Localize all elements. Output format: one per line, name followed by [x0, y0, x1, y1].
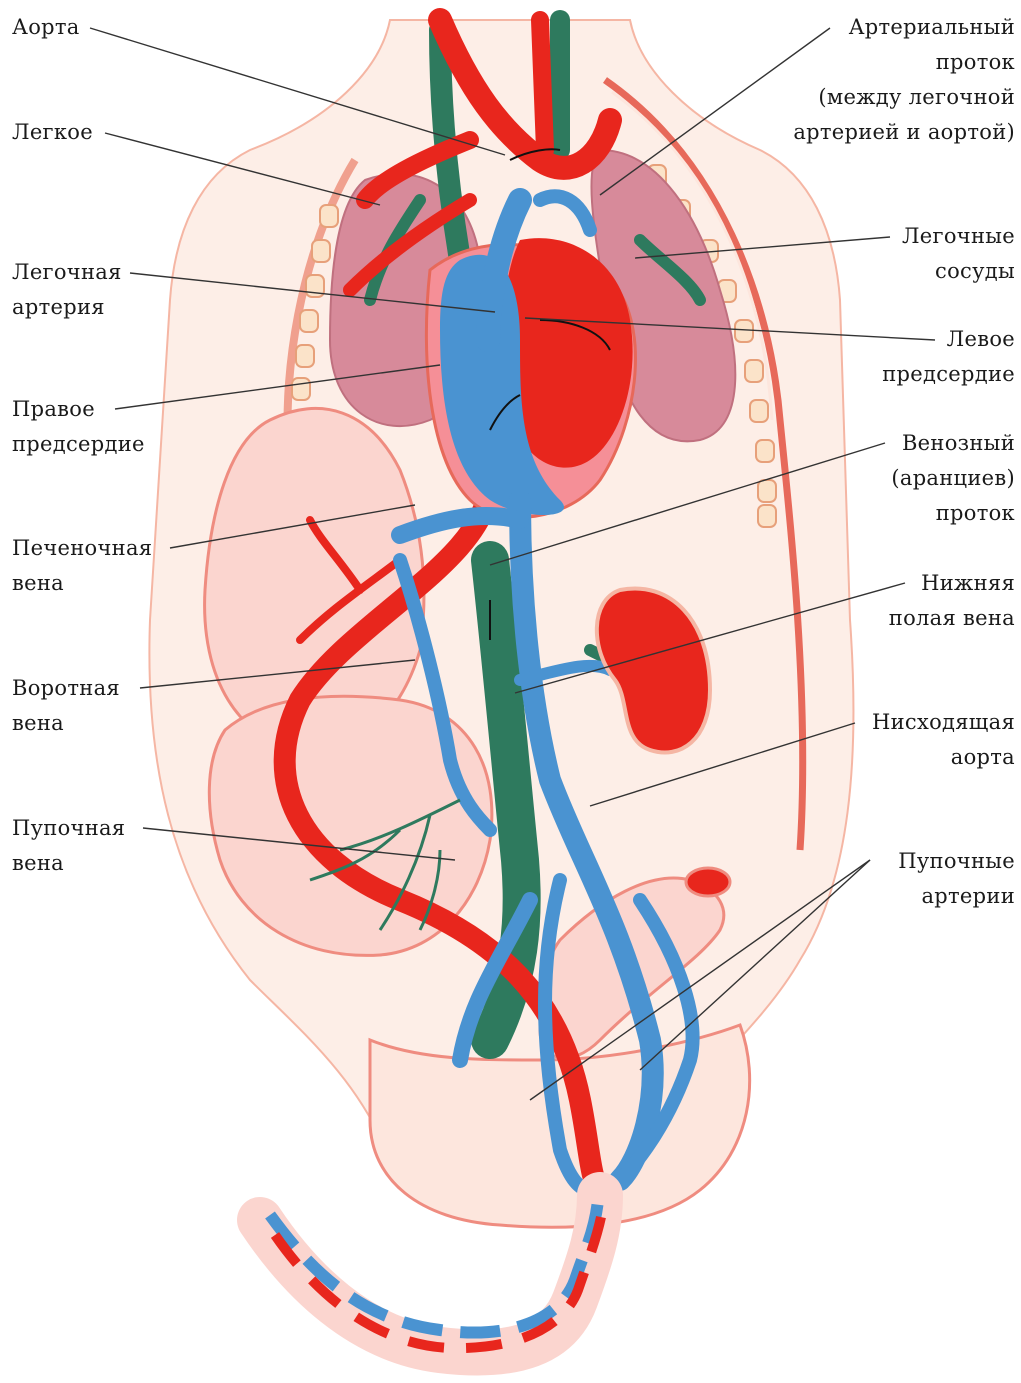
label-inferior-vena-cava: Нижняя полая вена [889, 566, 1015, 636]
label-umbilical-vein: Пупочная вена [12, 811, 125, 881]
label-left-atrium: Левое предсердие [882, 322, 1015, 392]
label-aorta: Аорта [12, 10, 80, 45]
label-ductus-venosus: Венозный (аранциев) проток [891, 426, 1015, 531]
label-pulmonary-artery: Легочная артерия [12, 255, 122, 325]
label-umbilical-arteries: Пупочные артерии [898, 844, 1015, 914]
label-portal-vein: Воротная вена [12, 671, 120, 741]
colon-end [686, 868, 730, 896]
left-carotid [540, 20, 545, 150]
label-lung: Легкое [12, 115, 93, 150]
label-right-atrium: Правое предсердие [12, 392, 145, 462]
label-hepatic-vein: Печеночная вена [12, 531, 152, 601]
heart [426, 238, 635, 517]
label-descending-aorta: Нисходящая аорта [872, 705, 1015, 775]
label-pulmonary-vessels: Легочные сосуды [902, 219, 1015, 289]
label-ductus-arteriosus: Артериальный проток (между легочной арте… [793, 10, 1015, 150]
